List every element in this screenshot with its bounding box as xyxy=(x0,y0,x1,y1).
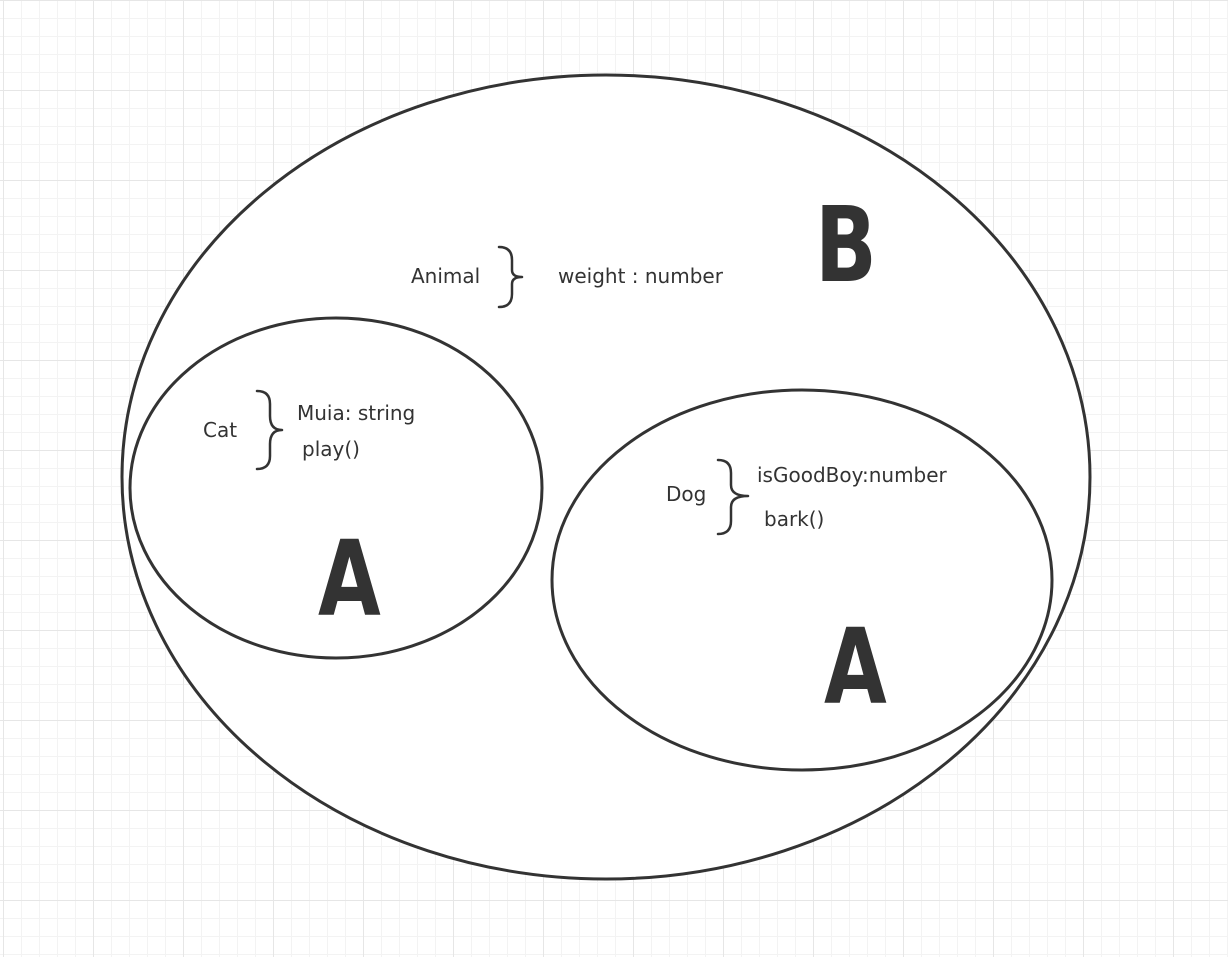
animal-brace-icon xyxy=(497,245,524,309)
dog-brace-icon xyxy=(716,458,750,536)
cat-set-ellipse xyxy=(128,316,544,660)
cat-class-label: Cat xyxy=(203,418,237,442)
dog-class-label: Dog xyxy=(666,482,706,506)
dog-member-bark: bark() xyxy=(764,507,824,531)
cat-brace-icon xyxy=(255,389,284,471)
cat-set-letter: A xyxy=(318,518,381,640)
cat-member-muia: Muia: string xyxy=(297,401,415,425)
animal-member-weight: weight : number xyxy=(558,264,724,288)
dog-set-letter: A xyxy=(824,606,887,728)
cat-member-play: play() xyxy=(302,437,360,461)
animal-set-letter: B xyxy=(815,184,877,306)
dog-member-isgoodboy: isGoodBoy:number xyxy=(757,463,948,487)
dog-set-ellipse xyxy=(550,388,1054,772)
animal-class-label: Animal xyxy=(411,264,480,288)
